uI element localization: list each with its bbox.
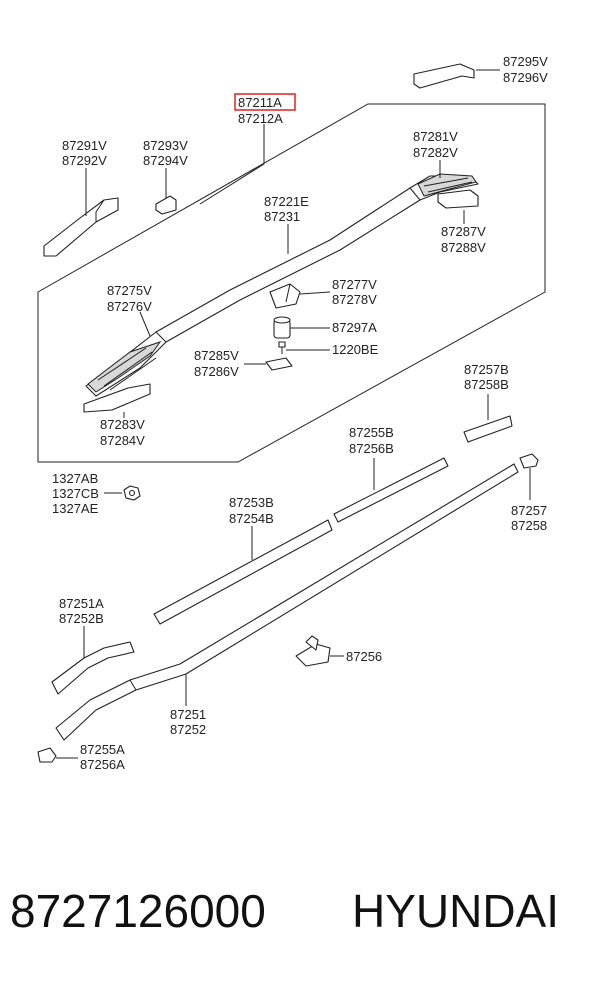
long-side-moulding[interactable] [55, 463, 519, 741]
label-87211a[interactable]: 87211A [238, 95, 282, 110]
label-87283v[interactable]: 87283V [100, 417, 145, 432]
label-87231[interactable]: 87231 [264, 209, 300, 224]
label-87256a[interactable]: 87256A [80, 757, 125, 772]
moulding-end-cap[interactable] [463, 415, 513, 443]
label-87293v[interactable]: 87293V [143, 138, 188, 153]
label-87277v[interactable]: 87277V [332, 277, 377, 292]
label-87252b[interactable]: 87252B [59, 611, 104, 626]
label-87256b[interactable]: 87256B [349, 441, 394, 456]
label-1327cb[interactable]: 1327CB [52, 486, 99, 501]
nut[interactable] [123, 485, 141, 501]
footer-part-number: 8727126000 [10, 885, 266, 937]
small-clip[interactable] [265, 357, 293, 371]
label-87253b[interactable]: 87253B [229, 495, 274, 510]
label-87281v[interactable]: 87281V [413, 129, 458, 144]
label-1327ae[interactable]: 1327AE [52, 501, 99, 516]
label-87258[interactable]: 87258 [511, 518, 547, 533]
label-87255b[interactable]: 87255B [349, 425, 394, 440]
label-87295v[interactable]: 87295V [503, 54, 548, 69]
label-87288v[interactable]: 87288V [441, 240, 486, 255]
label-87257b[interactable]: 87257B [464, 362, 509, 377]
label-87276v[interactable]: 87276V [107, 299, 152, 314]
label-87286v[interactable]: 87286V [194, 364, 239, 379]
label-1327ab[interactable]: 1327AB [52, 471, 98, 486]
front-rail-cover[interactable] [43, 197, 119, 257]
screw[interactable] [278, 341, 286, 354]
label-87275v[interactable]: 87275V [107, 283, 152, 298]
footer-brand: HYUNDAI [352, 885, 559, 937]
label-87252[interactable]: 87252 [170, 722, 206, 737]
label-87212a[interactable]: 87212A [238, 111, 283, 126]
part-labels: 87211A 87212A 87295V 87296V 87291V 87292… [52, 54, 548, 772]
label-87258b[interactable]: 87258B [464, 377, 509, 392]
label-1220be[interactable]: 1220BE [332, 342, 379, 357]
highlight-box [234, 93, 296, 111]
roof-rail-assembly[interactable] [85, 173, 479, 397]
moulding-lower-clip[interactable] [37, 747, 57, 763]
label-87255a[interactable]: 87255A [80, 742, 125, 757]
moulding-mounting-clip[interactable] [295, 635, 331, 667]
label-87251[interactable]: 87251 [170, 707, 206, 722]
cover-clip[interactable] [155, 195, 177, 215]
front-side-moulding[interactable] [51, 641, 135, 695]
label-87257[interactable]: 87257 [511, 503, 547, 518]
assembly-frame [37, 103, 546, 463]
label-87297a[interactable]: 87297A [332, 320, 377, 335]
label-87291v[interactable]: 87291V [62, 138, 107, 153]
label-87296v[interactable]: 87296V [503, 70, 548, 85]
label-87251a[interactable]: 87251A [59, 596, 104, 611]
upper-side-moulding[interactable] [333, 457, 449, 523]
rear-rail-pad[interactable] [437, 189, 479, 209]
front-rail-pad[interactable] [83, 383, 151, 413]
label-87282v[interactable]: 87282V [413, 145, 458, 160]
label-87254b[interactable]: 87254B [229, 511, 274, 526]
spacer[interactable] [273, 316, 291, 339]
label-87256[interactable]: 87256 [346, 649, 382, 664]
label-87221e[interactable]: 87221E [264, 194, 309, 209]
label-87284v[interactable]: 87284V [100, 433, 145, 448]
label-87278v[interactable]: 87278V [332, 292, 377, 307]
rail-bracket[interactable] [269, 283, 301, 309]
label-87292v[interactable]: 87292V [62, 153, 107, 168]
label-87294v[interactable]: 87294V [143, 153, 188, 168]
middle-side-moulding[interactable] [153, 519, 333, 625]
label-87287v[interactable]: 87287V [441, 224, 486, 239]
label-87285v[interactable]: 87285V [194, 348, 239, 363]
moulding-end-clip[interactable] [519, 453, 539, 469]
rear-rail-cover[interactable] [413, 63, 475, 89]
leader-lines [56, 69, 531, 759]
